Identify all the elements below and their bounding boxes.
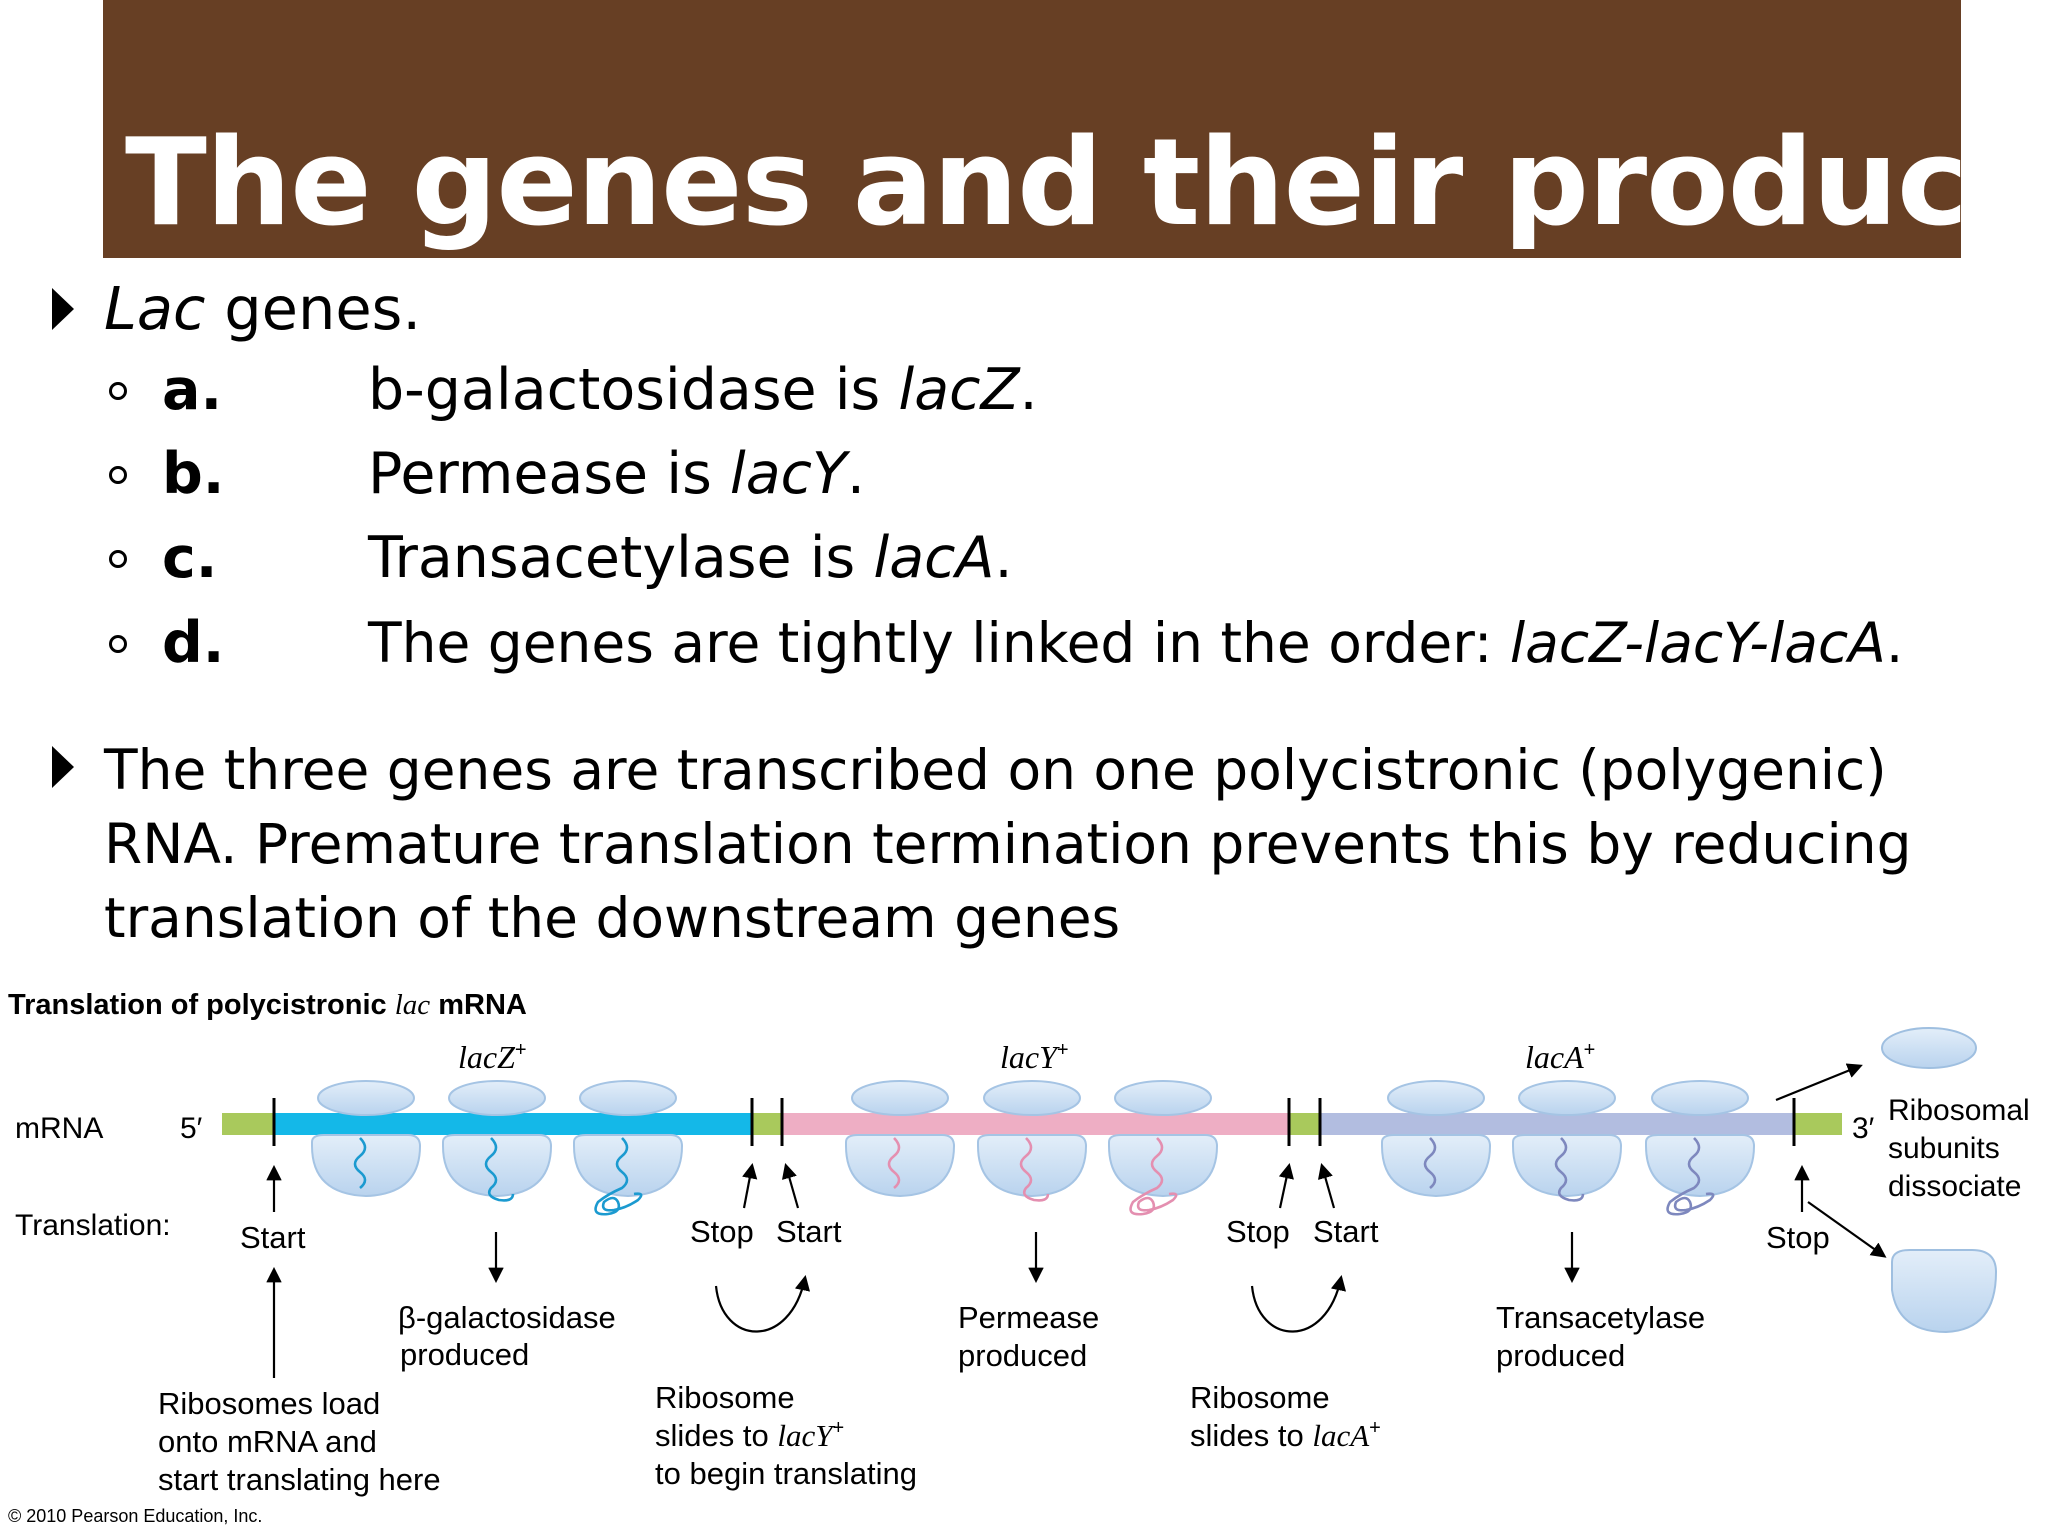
figure-arrows [266,1063,1887,1378]
utr-5-segment [222,1113,274,1135]
translation-figure: Translation of polycistronic lac mRNA la… [8,989,2030,1526]
sub-text-d-end: . [1885,611,1904,675]
ribosome-lacz-2 [442,1080,553,1202]
gene-label-lacy: lacY+ [1000,1039,1069,1075]
sub-text-a: b-galactosidase is lacZ. [368,355,1038,425]
sub-text-d: The genes are tightly linked in the orde… [368,608,1903,678]
gene-label-lacz: lacZ+ [458,1039,527,1075]
bullet-lac-genes: Lac genes. [104,272,421,346]
stop-label-lacy: Stop [1226,1214,1290,1249]
title-bar: The genes and their product [103,0,2024,258]
sub-text-c-end: . [994,525,1013,591]
bullet-polycistronic: The three genes are transcribed on one p… [104,733,1964,955]
bullet-arrow-icon [52,288,74,330]
sub-text-b-end: . [846,441,865,507]
sub-text-c-gene: lacA [873,525,995,591]
codon-ticks [272,1098,1796,1146]
five-prime-label: 5′ [180,1112,203,1145]
sub-text-d-gene: lacZ-lacY-lacA [1509,611,1886,675]
figure-title: Translation of polycistronic lac mRNA [8,989,527,1021]
sub-bullet-circle-icon [109,466,127,484]
sub-letter-c: c. [162,525,218,591]
start-label-laca: Start [1313,1214,1379,1249]
sub-text-c-body: Transacetylase is [368,525,874,591]
para-line-1: The three genes are transcribed on one p… [104,738,1887,802]
sub-text-b: Permease is lacY. [368,439,865,509]
para-line-3: translation of the downstream genes [104,886,1121,950]
sub-letter-a: a. [162,357,223,423]
translation-label: Translation: [15,1209,171,1242]
slide-title: The genes and their product [125,114,2024,253]
sub-text-c: Transacetylase is lacA. [368,523,1013,593]
stop-label-lacz: Stop [690,1214,754,1249]
stop-label-laca: Stop [1766,1220,1830,1255]
ribosome-lacy-1 [845,1080,956,1198]
ribosome-laca-2 [1512,1080,1623,1202]
start-label-lacz: Start [240,1220,306,1255]
ribosome-large-subunit-icon [1891,1249,1998,1334]
para-line-2: RNA. Premature translation termination p… [104,812,1912,876]
gene-label-laca: lacA+ [1525,1039,1595,1075]
ribosome-lacz-1 [311,1080,422,1198]
bullet-arrow-icon [52,746,74,788]
copyright: © 2010 Pearson Education, Inc. [8,1506,262,1526]
start-label-lacy: Start [776,1214,842,1249]
sub-text-b-gene: lacY [729,441,847,507]
intergenic-2-segment [1289,1113,1320,1135]
lacz-segment [274,1113,752,1135]
laca-segment [1320,1113,1794,1135]
sub-letter-d: d. [162,610,225,676]
sub-text-a-end: . [1019,357,1038,423]
genes-text: genes. [205,274,422,343]
ribosome-lacy-3 [1108,1080,1219,1216]
ribosome-laca-1 [1381,1080,1492,1198]
sub-letter-b: b. [162,441,225,507]
sub-text-b-body: Permease is [368,441,730,507]
sub-text-a-body: b-galactosidase is [368,357,899,423]
three-prime-label: 3′ [1852,1112,1875,1145]
utr-3-segment [1794,1113,1842,1135]
sub-bullet-circle-icon [109,382,127,400]
lacy-segment [782,1113,1289,1135]
sub-text-d-body: The genes are tightly linked in the orde… [368,611,1510,675]
sub-bullet-circle-icon [109,635,127,653]
lac-italic: Lac [104,274,206,343]
sub-text-a-gene: lacZ [898,357,1020,423]
ribosome-small-subunit-icon [1881,1027,1977,1069]
intergenic-1-segment [752,1113,782,1135]
ribosomes [311,1080,1756,1216]
ribosome-lacz-3 [573,1080,684,1216]
sub-bullet-circle-icon [109,550,127,568]
mrna-label: mRNA [15,1112,103,1145]
ribosome-laca-3 [1645,1080,1756,1216]
ribosome-lacy-2 [977,1080,1088,1202]
